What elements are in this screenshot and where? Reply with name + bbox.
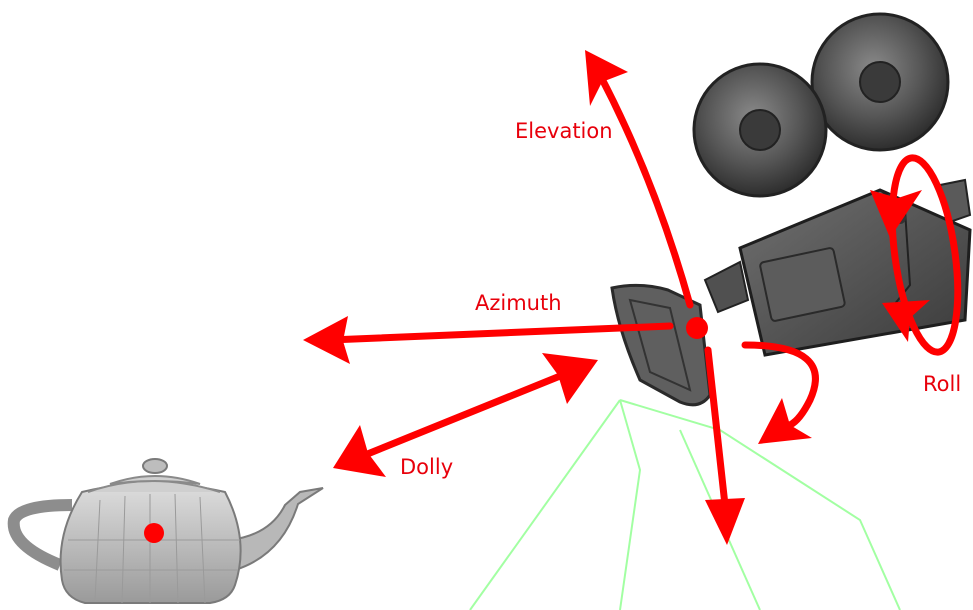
teapot-icon: [7, 458, 324, 604]
elevation-label: Elevation: [515, 119, 613, 143]
elevation-down-arrowhead: [705, 498, 745, 545]
elevation-arrowhead: [585, 50, 628, 106]
tilt-arrow: [741, 341, 819, 429]
camera-matte-box: [610, 283, 712, 407]
teapot-spout: [228, 487, 324, 572]
dolly-label: Dolly: [400, 455, 453, 479]
camera-lens: [703, 260, 750, 314]
teapot-knob: [142, 458, 168, 474]
roll-arrowhead-top: [870, 190, 922, 238]
roll-arrow: [888, 154, 962, 356]
elevation-arrow: [596, 71, 694, 309]
movie-camera-icon: [610, 12, 972, 407]
azimuth-arrowhead: [303, 316, 350, 364]
teapot-body: [59, 482, 242, 604]
dolly-arrow: [361, 368, 574, 459]
roll-arrowhead-bottom: [882, 300, 930, 342]
view-frustum: [469, 399, 901, 610]
arrowheads: [303, 50, 930, 545]
teapot-handle: [7, 499, 73, 571]
elevation-down-arrow: [704, 346, 729, 509]
tilt-arrowhead: [758, 398, 812, 444]
dolly-right-arrowhead: [542, 353, 598, 404]
teapot-center-dot: [144, 523, 164, 543]
teapot-lid: [109, 475, 201, 485]
arrows: [326, 71, 962, 509]
azimuth-label: Azimuth: [475, 291, 562, 315]
azimuth-arrow: [326, 322, 674, 344]
camera-pivot-dot: [686, 317, 708, 339]
dolly-left-arrowhead: [333, 425, 386, 477]
roll-label: Roll: [923, 372, 961, 396]
